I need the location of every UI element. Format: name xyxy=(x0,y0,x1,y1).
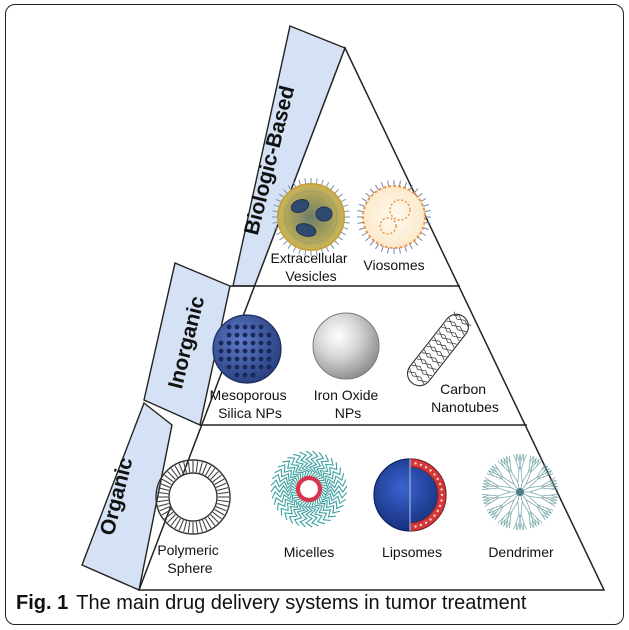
item-label-polymeric-sphere: Polymeric Sphere xyxy=(157,542,222,576)
item-label-dendrimer: Dendrimer xyxy=(488,544,554,560)
item-label-mesoporous-silica: Mesoporous Silica NPs xyxy=(210,387,291,421)
item-label-micelles: Micelles xyxy=(284,544,335,560)
figure-frame xyxy=(5,4,624,625)
extracellular-vesicle-icon xyxy=(272,178,350,256)
figure-caption-text: The main drug delivery systems in tumor … xyxy=(76,592,527,614)
carbon-nanotube-icon xyxy=(406,311,472,387)
figure-caption-label: Fig. 1 xyxy=(16,592,69,614)
mesoporous-silica-icon xyxy=(212,314,282,384)
polymeric-sphere-icon xyxy=(155,459,231,535)
item-label-carbon-nanotubes: Carbon Nanotubes xyxy=(431,381,499,415)
liposome-icon xyxy=(373,458,447,532)
viosome-icon xyxy=(357,180,431,254)
item-label-viosomes: Viosomes xyxy=(363,257,424,273)
item-label-iron-oxide: Iron Oxide NPs xyxy=(314,387,382,421)
dendrimer-icon xyxy=(482,453,558,531)
iron-oxide-icon xyxy=(312,312,380,380)
figure-caption: Fig. 1 The main drug delivery systems in … xyxy=(16,592,526,615)
item-label-liposomes: Lipsomes xyxy=(382,544,442,560)
micelle-icon xyxy=(270,450,348,528)
item-label-extracellular-vesicles: Extracellular Vesicles xyxy=(271,250,352,284)
